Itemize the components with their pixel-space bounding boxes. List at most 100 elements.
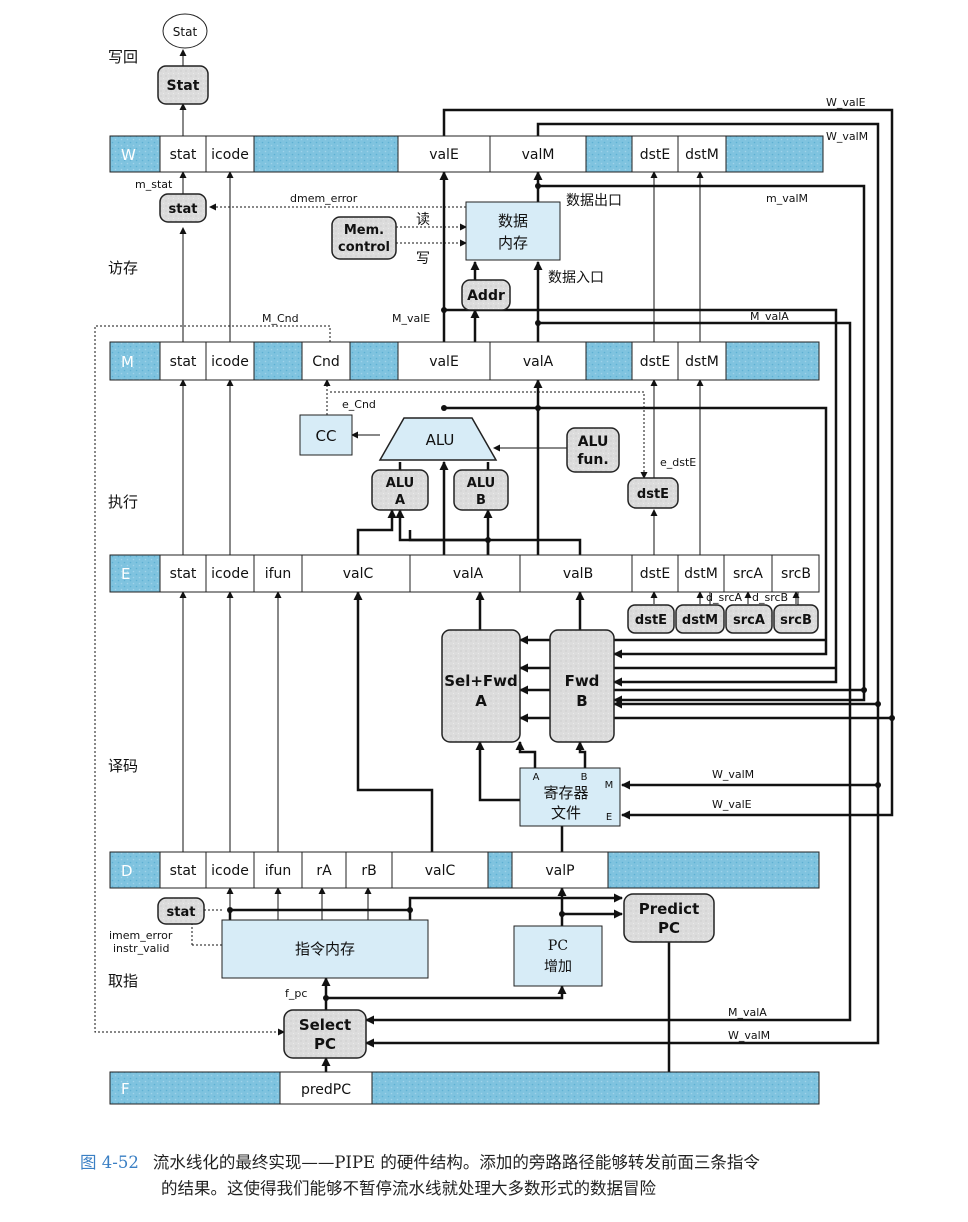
- figure-number: 图 4-52: [80, 1153, 139, 1172]
- decode-srca-label: srcA: [733, 613, 765, 628]
- w-field-vale: valE: [429, 147, 459, 163]
- stat-output-ellipse: [162, 13, 208, 49]
- predict-pc-line2: PC: [658, 919, 680, 937]
- signal-w-vale-top: W_valE: [826, 96, 866, 109]
- mem-control-line2: control: [338, 240, 390, 255]
- instruction-memory-label: 指令内存: [295, 940, 355, 958]
- e-field-stat: stat: [170, 566, 197, 582]
- cc-block: CC: [299, 414, 353, 456]
- m-field-vala: valA: [523, 354, 554, 370]
- decode-srcb-label: srcB: [780, 613, 812, 628]
- regfile-line2: 文件: [551, 804, 581, 822]
- m-field-stat: stat: [170, 354, 197, 370]
- select-pc-block: Select PC: [283, 1009, 367, 1059]
- signal-dmem-error: dmem_error: [290, 192, 358, 205]
- fwd-b-line1: Fwd: [565, 672, 600, 690]
- alu-fun-line1: ALU: [578, 434, 609, 450]
- alu-fun-block: ALU fun.: [566, 427, 620, 473]
- stage-label-fetch: 取指: [108, 972, 138, 990]
- stage-label-decode: 译码: [108, 757, 138, 775]
- stage-label-execute: 执行: [108, 493, 138, 511]
- stat-writeback-label: Stat: [167, 78, 200, 94]
- w-field-icode: icode: [211, 147, 249, 163]
- reg-label-f: F: [121, 1080, 130, 1098]
- signal-d-srcb: d_srcB: [752, 591, 788, 604]
- signal-instr-valid: instr_valid: [113, 942, 169, 955]
- sel-fwd-a-line1: Sel+Fwd: [444, 672, 518, 690]
- sel-fwd-a-block: Sel+Fwd A: [441, 629, 521, 743]
- reg-label-w: W: [121, 146, 136, 164]
- instruction-memory-block: 指令内存: [221, 919, 429, 979]
- alu-fun-line2: fun.: [577, 452, 608, 468]
- dste-execute-label: dstE: [637, 487, 669, 502]
- data-memory-line2: 内存: [498, 234, 528, 252]
- f-field-predpc: predPC: [301, 1082, 351, 1098]
- e-field-vala: valA: [453, 566, 484, 582]
- mem-control-block: Mem. control: [331, 216, 397, 260]
- m-field-icode: icode: [211, 354, 249, 370]
- w-field-valm: valM: [522, 147, 555, 163]
- signal-data-in: 数据入口: [548, 270, 604, 286]
- m-field-dste: dstE: [640, 354, 671, 370]
- alu-b-block: ALU B: [453, 469, 509, 511]
- data-memory-block: 数据 内存: [465, 201, 561, 261]
- decode-dstm-block: dstM: [675, 604, 725, 634]
- signal-w-valm-top: W_valM: [826, 130, 868, 143]
- signal-m-stat: m_stat: [135, 178, 173, 191]
- dste-execute-block: dstE: [627, 477, 679, 509]
- signal-m-vala-fetch: M_valA: [728, 1006, 767, 1019]
- alu-b-line2: B: [476, 493, 486, 508]
- d-field-ifun: ifun: [265, 863, 292, 879]
- data-memory-line1: 数据: [498, 212, 528, 230]
- e-field-srca: srcA: [733, 566, 763, 582]
- reg-label-e: E: [121, 565, 130, 583]
- pipeline-register-f: F predPC: [109, 1071, 820, 1105]
- signal-w-valm-fetch: W_valM: [728, 1029, 770, 1042]
- signal-read: 读: [416, 211, 430, 228]
- d-field-valp: valP: [545, 863, 574, 879]
- select-pc-line2: PC: [314, 1035, 336, 1053]
- pipeline-register-w: W stat icode valE valM dstE dstM: [109, 135, 824, 173]
- regfile-line1: 寄存器: [543, 784, 588, 802]
- signal-m-vala: M_valA: [750, 310, 789, 323]
- m-field-cnd: Cnd: [312, 354, 340, 370]
- select-pc-line1: Select: [299, 1016, 351, 1034]
- decode-dste-block: dstE: [627, 604, 675, 634]
- fwd-b-line2: B: [576, 692, 587, 710]
- d-field-icode: icode: [211, 863, 249, 879]
- decode-dstm-label: dstM: [682, 613, 718, 628]
- reg-label-d: D: [121, 862, 133, 880]
- alu-a-line1: ALU: [386, 476, 414, 491]
- e-field-dste: dstE: [640, 566, 671, 582]
- predict-pc-block: Predict PC: [623, 893, 715, 943]
- mem-control-line1: Mem.: [344, 223, 384, 238]
- alu-label: ALU: [426, 431, 455, 449]
- pc-increment-line2: 增加: [544, 959, 572, 975]
- alu-block: ALU: [378, 417, 498, 461]
- signal-m-cnd: M_Cnd: [262, 312, 299, 325]
- addr-block: Addr: [461, 279, 511, 311]
- signal-w-vale-rf: W_valE: [712, 798, 752, 811]
- signal-e-dste: e_dstE: [660, 456, 696, 469]
- fwd-b-block: Fwd B: [549, 629, 615, 743]
- stage-label-writeback: 写回: [108, 48, 138, 66]
- e-field-srcb: srcB: [781, 566, 811, 582]
- signal-m-vale: M_valE: [392, 312, 430, 325]
- predict-pc-line1: Predict: [639, 900, 700, 918]
- w-field-stat: stat: [170, 147, 197, 163]
- decode-srcb-block: srcB: [773, 604, 819, 634]
- e-field-valb: valB: [563, 566, 593, 582]
- signal-data-out: 数据出口: [566, 193, 622, 209]
- pipeline-register-m: M stat icode Cnd valE valA dstE dstM: [109, 341, 820, 381]
- stat-writeback-block: Stat: [157, 65, 209, 105]
- regfile-port-a: A: [533, 772, 540, 783]
- w-field-dstm: dstM: [685, 147, 719, 163]
- pc-increment-line1: PC: [548, 938, 568, 954]
- regfile-port-e: E: [606, 812, 612, 823]
- sel-fwd-a-line2: A: [475, 692, 487, 710]
- regfile-port-m: M: [605, 780, 614, 791]
- e-field-icode: icode: [211, 566, 249, 582]
- stat-output-label: Stat: [173, 25, 198, 39]
- stat-memory-label: stat: [169, 202, 198, 217]
- signal-e-cnd: e_Cnd: [342, 398, 376, 411]
